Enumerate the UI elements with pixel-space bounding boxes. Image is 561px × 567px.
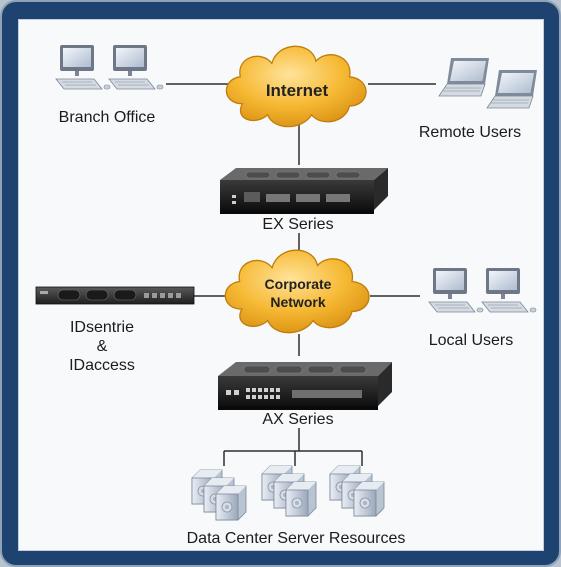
network-appliance-icon [220, 168, 388, 214]
idsentrie-idaccess-node: IDsentrie & IDaccess [35, 286, 195, 374]
server-icon [285, 481, 317, 517]
local-users-label: Local Users [429, 332, 513, 349]
internet-label: Internet [266, 81, 329, 100]
server-icon [353, 481, 385, 517]
server-cluster-3 [329, 465, 385, 517]
desktop-computer-icon [481, 267, 537, 313]
corporate-network-label-line2: Network [270, 294, 325, 310]
ex-series-label: EX Series [262, 216, 333, 233]
ampersand-label: & [97, 338, 108, 355]
ex-series-node: EX Series [220, 168, 388, 233]
internet-node: Internet [225, 45, 367, 128]
remote-users-node: Remote Users [419, 57, 538, 141]
corporate-network-node: Corporate Network [224, 249, 370, 334]
idsentrie-label: IDsentrie [70, 319, 134, 336]
branch-office-label: Branch Office [59, 109, 156, 126]
desktop-computer-icon [55, 44, 111, 90]
ax-series-label: AX Series [262, 411, 333, 428]
local-users-node: Local Users [428, 267, 537, 349]
ax-series-node: AX Series [218, 362, 392, 428]
remote-users-label: Remote Users [419, 124, 521, 141]
server-cluster-2 [261, 465, 317, 517]
server-icon [215, 485, 247, 521]
network-appliance-icon [218, 362, 392, 410]
laptop-icon [486, 69, 538, 109]
branch-office-node: Branch Office [55, 44, 164, 126]
corporate-network-label-line1: Corporate [265, 276, 332, 292]
data-center-label: Data Center Server Resources [187, 530, 406, 547]
desktop-computer-icon [108, 44, 164, 90]
server-cluster-1 [191, 469, 247, 521]
data-center-node: Data Center Server Resources [187, 465, 406, 547]
desktop-computer-icon [428, 267, 484, 313]
laptop-icon [438, 57, 490, 97]
rack-appliance-icon [35, 286, 195, 305]
idaccess-label: IDaccess [69, 357, 135, 374]
